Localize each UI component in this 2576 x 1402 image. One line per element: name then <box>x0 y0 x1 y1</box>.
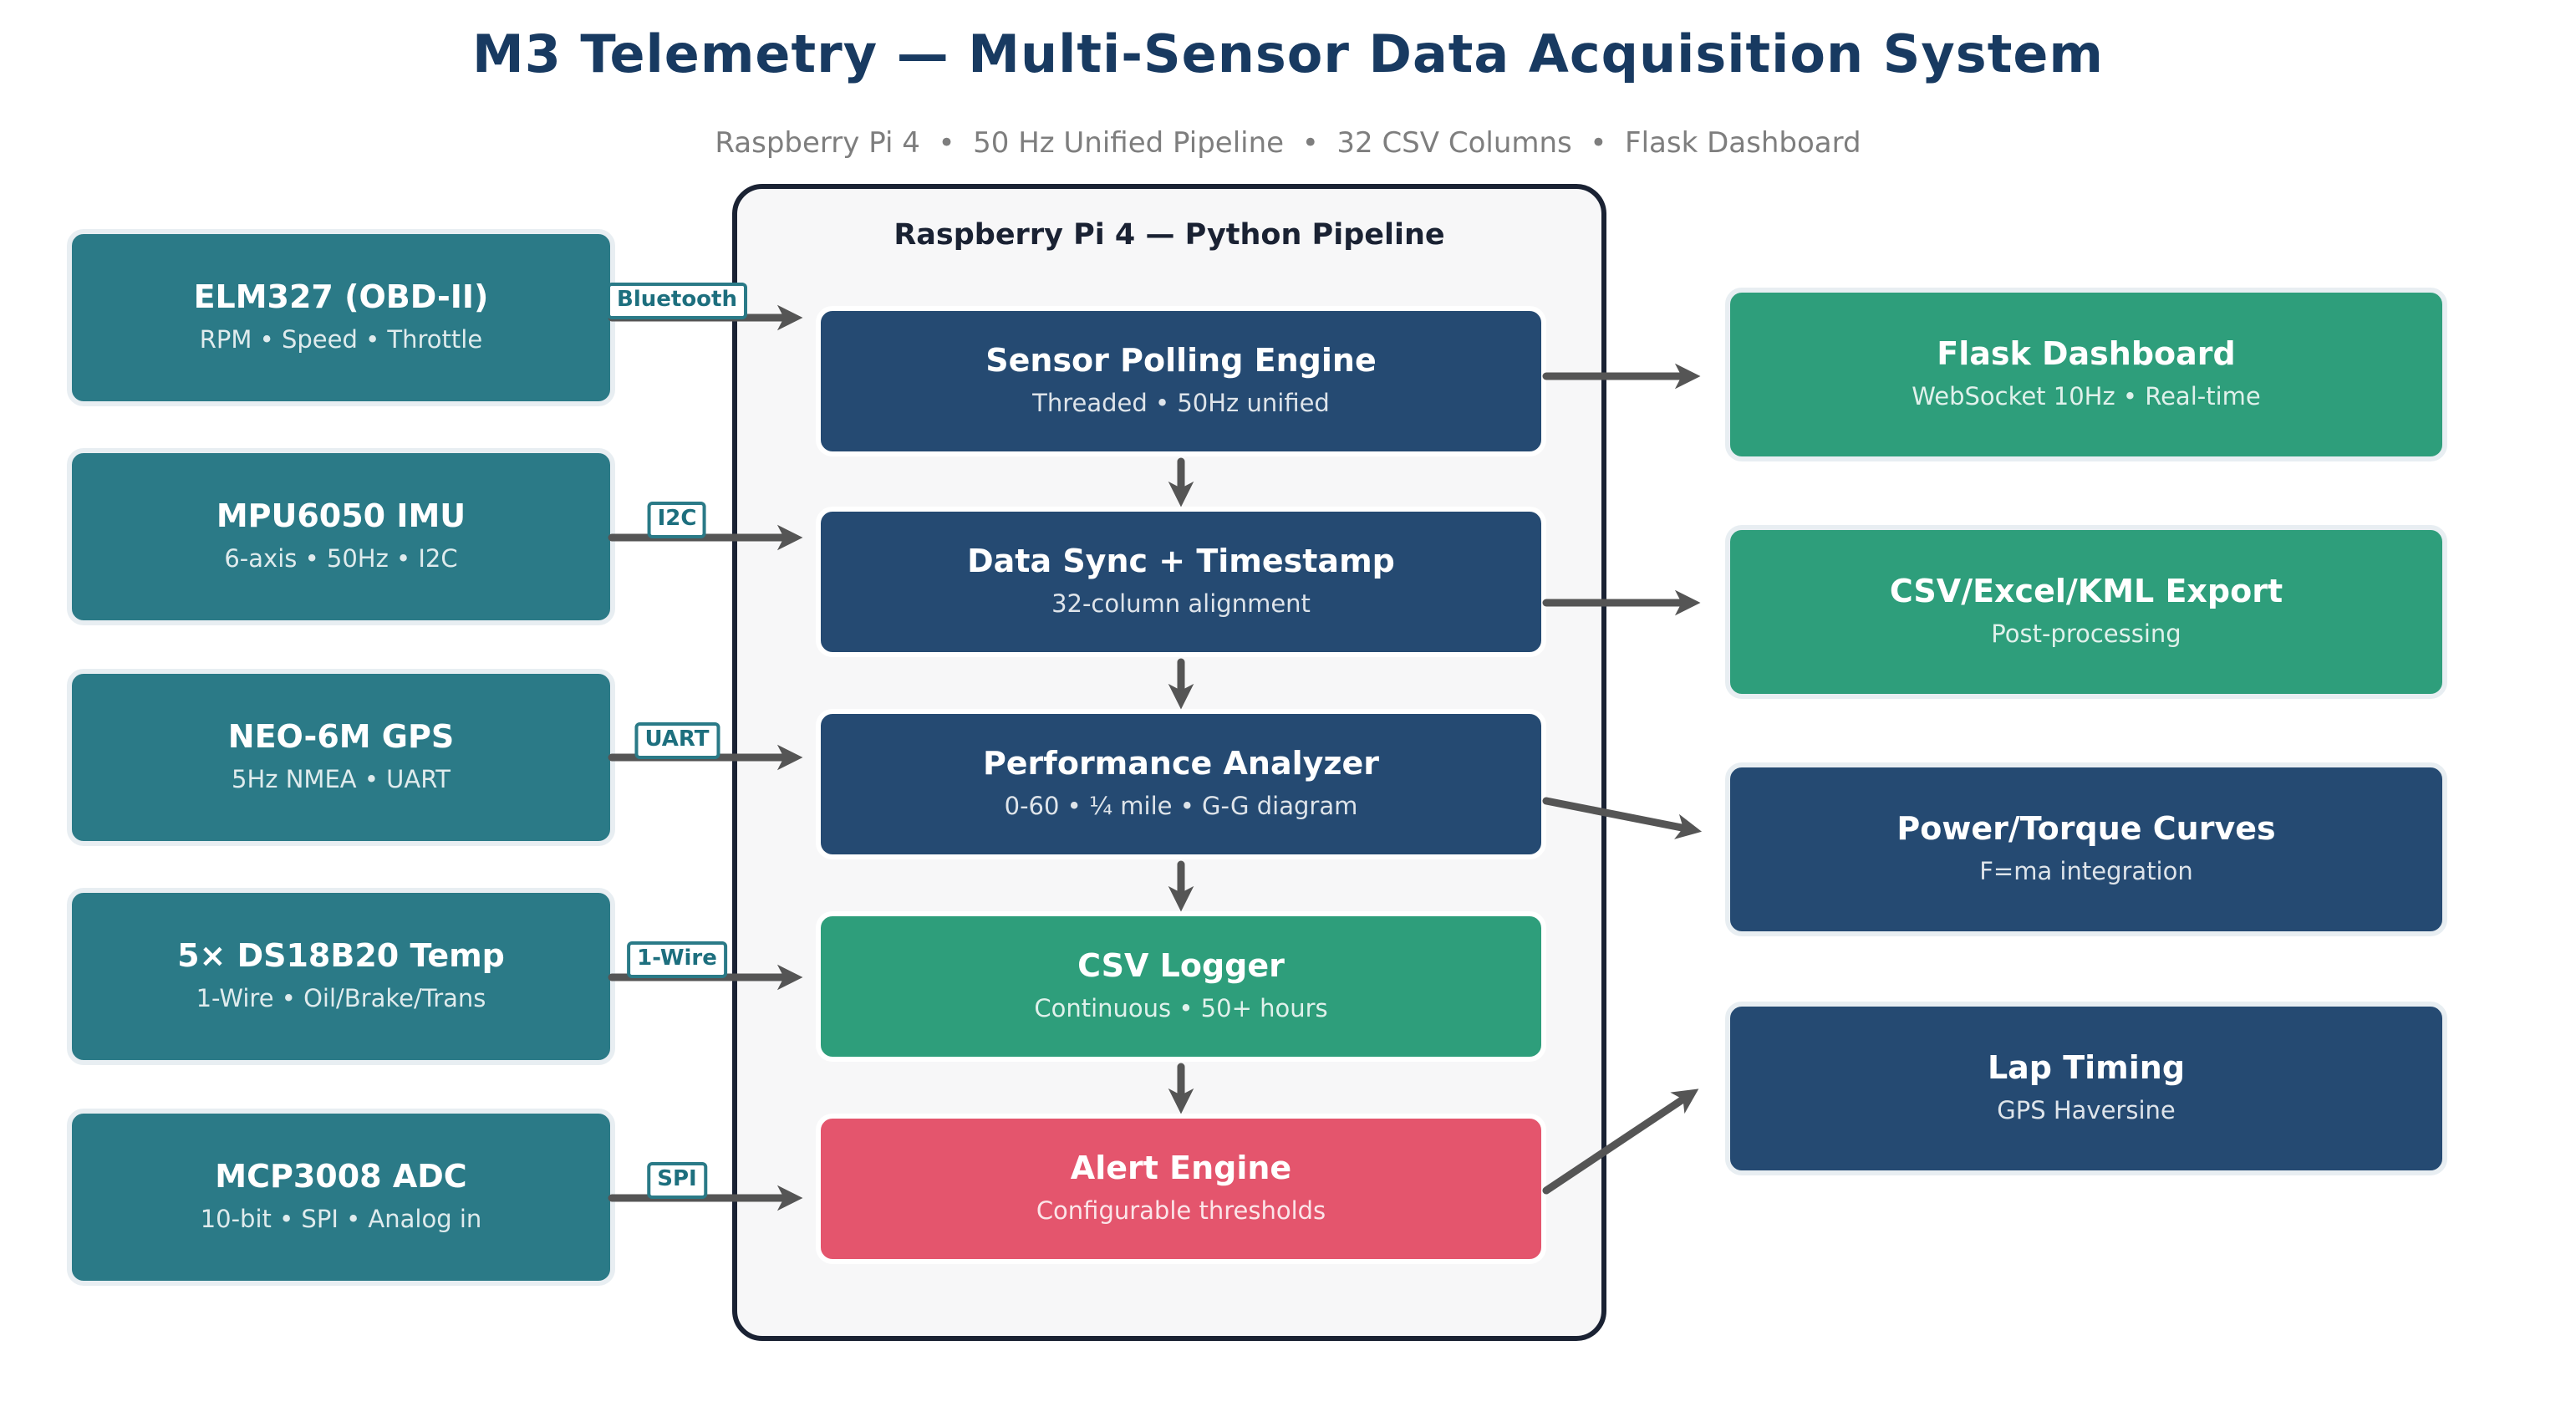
page-subtitle: Raspberry Pi 4 • 50 Hz Unified Pipeline … <box>715 127 1861 161</box>
output-title: CSV/Excel/KML Export <box>1889 573 2283 610</box>
stage-title: Sensor Polling Engine <box>985 342 1377 380</box>
sensor-title: NEO-6M GPS <box>227 718 455 756</box>
output-subtitle: GPS Haversine <box>1997 1098 2176 1125</box>
stage-title: CSV Logger <box>1077 947 1285 985</box>
protocol-label-bluetooth: Bluetooth <box>607 283 747 319</box>
stage-subtitle: Continuous • 50+ hours <box>1034 996 1328 1023</box>
protocol-label-spi: SPI <box>647 1162 707 1199</box>
sensor-subtitle: 6-axis • 50Hz • I2C <box>224 546 458 574</box>
sensor-subtitle: 1-Wire • Oil/Brake/Trans <box>196 986 486 1013</box>
sensor-subtitle: 10-bit • SPI • Analog in <box>200 1206 482 1234</box>
output-box-flask-dashboard: Flask Dashboard WebSocket 10Hz • Real-ti… <box>1725 288 2447 461</box>
output-title: Power/Torque Curves <box>1896 810 2276 848</box>
sensor-box-neo6m-gps: NEO-6M GPS 5Hz NMEA • UART <box>67 669 615 846</box>
sensor-title: ELM327 (OBD-II) <box>193 278 489 316</box>
stage-subtitle: Threaded • 50Hz unified <box>1032 390 1330 418</box>
pipeline-stage-data-sync: Data Sync + Timestamp 32-column alignmen… <box>816 507 1546 657</box>
protocol-label-i2c: I2C <box>647 502 707 538</box>
stage-title: Performance Analyzer <box>982 745 1380 783</box>
pipeline-stage-performance-analyzer: Performance Analyzer 0-60 • ¼ mile • G-G… <box>816 709 1546 859</box>
sensor-box-mcp3008: MCP3008 ADC 10-bit • SPI • Analog in <box>67 1109 615 1286</box>
protocol-label-uart: UART <box>634 722 720 759</box>
stage-subtitle: 32-column alignment <box>1051 591 1311 619</box>
sensor-title: MCP3008 ADC <box>215 1158 467 1196</box>
output-box-power-torque-curves: Power/Torque Curves F=ma integration <box>1725 762 2447 936</box>
stage-subtitle: 0-60 • ¼ mile • G-G diagram <box>1004 793 1358 821</box>
pipeline-panel-title: Raspberry Pi 4 — Python Pipeline <box>893 219 1445 252</box>
sensor-box-mpu6050: MPU6050 IMU 6-axis • 50Hz • I2C <box>67 448 615 625</box>
output-title: Lap Timing <box>1987 1049 2186 1087</box>
sensor-subtitle: 5Hz NMEA • UART <box>232 767 451 794</box>
stage-title: Data Sync + Timestamp <box>967 543 1395 580</box>
output-box-csv-excel-kml-export: CSV/Excel/KML Export Post-processing <box>1725 525 2447 699</box>
sensor-title: MPU6050 IMU <box>216 497 466 535</box>
output-subtitle: F=ma integration <box>1979 859 2193 886</box>
sensor-box-elm327: ELM327 (OBD-II) RPM • Speed • Throttle <box>67 229 615 406</box>
protocol-label-1wire: 1-Wire <box>627 941 727 978</box>
sensor-subtitle: RPM • Speed • Throttle <box>199 327 483 354</box>
sensor-box-ds18b20: 5× DS18B20 Temp 1-Wire • Oil/Brake/Trans <box>67 888 615 1065</box>
stage-subtitle: Configurable thresholds <box>1036 1198 1326 1226</box>
output-subtitle: Post-processing <box>1991 621 2181 649</box>
output-box-lap-timing: Lap Timing GPS Haversine <box>1725 1002 2447 1175</box>
pipeline-stage-sensor-polling: Sensor Polling Engine Threaded • 50Hz un… <box>816 306 1546 456</box>
page-title: M3 Telemetry — Multi-Sensor Data Acquisi… <box>472 25 2104 85</box>
pipeline-stage-alert-engine: Alert Engine Configurable thresholds <box>816 1114 1546 1264</box>
output-subtitle: WebSocket 10Hz • Real-time <box>1912 384 2261 411</box>
stage-title: Alert Engine <box>1070 1150 1292 1187</box>
sensor-title: 5× DS18B20 Temp <box>177 937 505 975</box>
output-title: Flask Dashboard <box>1937 335 2236 373</box>
pipeline-stage-csv-logger: CSV Logger Continuous • 50+ hours <box>816 911 1546 1062</box>
